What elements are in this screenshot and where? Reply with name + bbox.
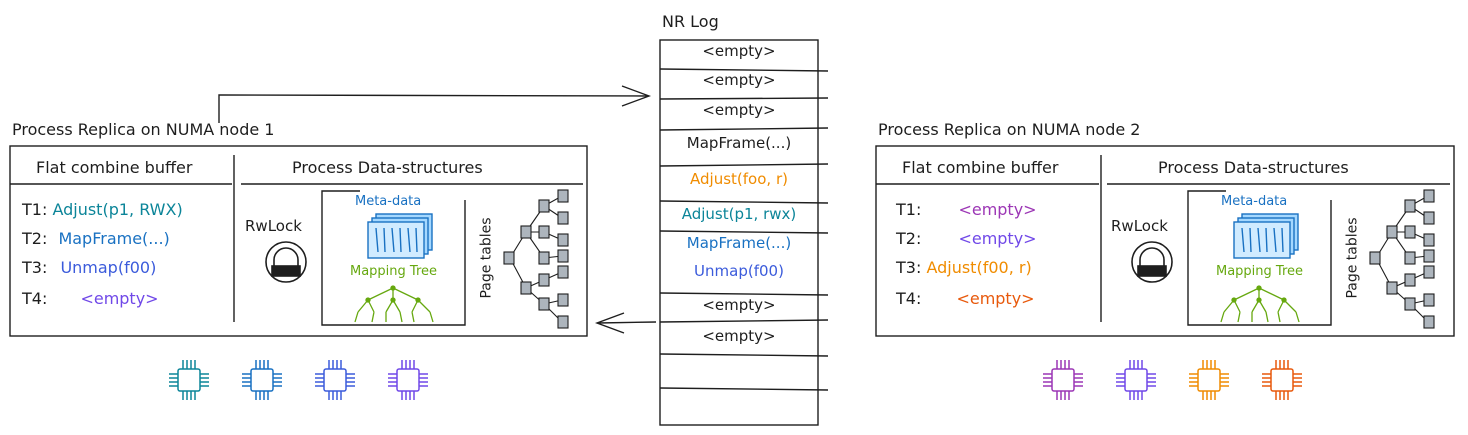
replica-2-frame <box>875 145 1455 337</box>
rwlock-label: RwLock <box>1111 217 1168 235</box>
replica-1-thread-2: T2: MapFrame(...) <box>22 229 170 248</box>
cpu-chip-icon <box>242 360 282 400</box>
thread-op: MapFrame(...) <box>58 229 170 248</box>
nr-log-column <box>659 39 829 426</box>
replica-2-fc-header: Flat combine buffer <box>902 158 1059 177</box>
cpu-group-node-2 <box>1043 360 1302 400</box>
cpu-chip-icon <box>169 360 209 400</box>
mapping-tree-label: Mapping Tree <box>1216 264 1304 279</box>
replica-2-ds-header: Process Data-structures <box>1158 158 1349 177</box>
page-tables-label: Page tables <box>478 217 495 299</box>
replica-1-thread-1: T1: Adjust(p1, RWX) <box>22 200 183 219</box>
metadata-label: Meta-data <box>1221 194 1288 209</box>
mapping-tree-label: Mapping Tree <box>350 264 438 279</box>
replica-1-title: Process Replica on NUMA node 1 <box>12 120 275 139</box>
mapping-tree-icon <box>354 285 434 323</box>
thread-label: T3: <box>896 258 922 277</box>
replica-1-fc-header: Flat combine buffer <box>36 158 193 177</box>
cpu-chip-icon <box>388 360 428 400</box>
replica-2-thread-4: T4: <empty> <box>896 289 1035 308</box>
thread-op: Adjust(f00, r) <box>926 258 1032 277</box>
thread-op: Unmap(f00) <box>60 258 157 277</box>
log-entry: MapFrame(...) <box>686 234 792 252</box>
thread-op: <empty> <box>956 289 1035 308</box>
thread-label: T3: <box>22 258 48 277</box>
thread-label: T4: <box>22 289 48 308</box>
log-entry: <empty> <box>702 101 776 119</box>
thread-op: Adjust(p1, RWX) <box>52 200 183 219</box>
replica-2-title: Process Replica on NUMA node 2 <box>878 120 1141 139</box>
thread-op: <empty> <box>958 200 1037 219</box>
log-entry: <empty> <box>702 42 776 60</box>
thread-label: T1: <box>22 200 48 219</box>
page-tables-label: Page tables <box>1344 217 1361 299</box>
replica-2-thread-3: T3: Adjust(f00, r) <box>896 258 1032 277</box>
log-entry: Adjust(foo, r) <box>690 170 788 188</box>
cpu-chip-icon <box>1043 360 1083 400</box>
thread-op: <empty> <box>80 289 159 308</box>
replica-2-thread-2: T2: <empty> <box>896 229 1037 248</box>
thread-label: T2: <box>896 229 922 248</box>
page-table-icon <box>1369 189 1435 329</box>
page-table-icon <box>503 189 569 329</box>
metadata-label: Meta-data <box>355 194 422 209</box>
mapping-tree-icon <box>1220 285 1300 323</box>
log-entry: MapFrame(...) <box>686 134 792 152</box>
nr-log-title: NR Log <box>662 12 719 31</box>
cpu-chip-icon <box>1262 360 1302 400</box>
cpu-chip-icon <box>315 360 355 400</box>
log-entry: <empty> <box>702 327 776 345</box>
thread-label: T1: <box>896 200 922 219</box>
metadata-icon <box>367 213 433 259</box>
append-arrow <box>218 85 652 123</box>
cpu-chip-icon <box>1116 360 1156 400</box>
metadata-icon <box>1233 213 1299 259</box>
rwlock-icon <box>265 241 307 283</box>
replay-arrow <box>594 312 657 334</box>
rwlock-icon <box>1131 241 1173 283</box>
thread-label: T4: <box>896 289 922 308</box>
replica-2-thread-1: T1: <empty> <box>896 200 1037 219</box>
cpu-chip-icon <box>1189 360 1229 400</box>
rwlock-label: RwLock <box>245 217 302 235</box>
log-entry: Unmap(f00) <box>694 262 784 280</box>
log-entry: <empty> <box>702 71 776 89</box>
thread-label: T2: <box>22 229 48 248</box>
replica-1-frame <box>9 145 588 337</box>
replica-1-ds-header: Process Data-structures <box>292 158 483 177</box>
replica-1-thread-3: T3: Unmap(f00) <box>22 258 156 277</box>
log-entry: <empty> <box>702 296 776 314</box>
cpu-group-node-1 <box>169 360 428 400</box>
replica-1-thread-4: T4: <empty> <box>22 289 159 308</box>
log-entry: Adjust(p1, rwx) <box>681 205 797 223</box>
thread-op: <empty> <box>958 229 1037 248</box>
